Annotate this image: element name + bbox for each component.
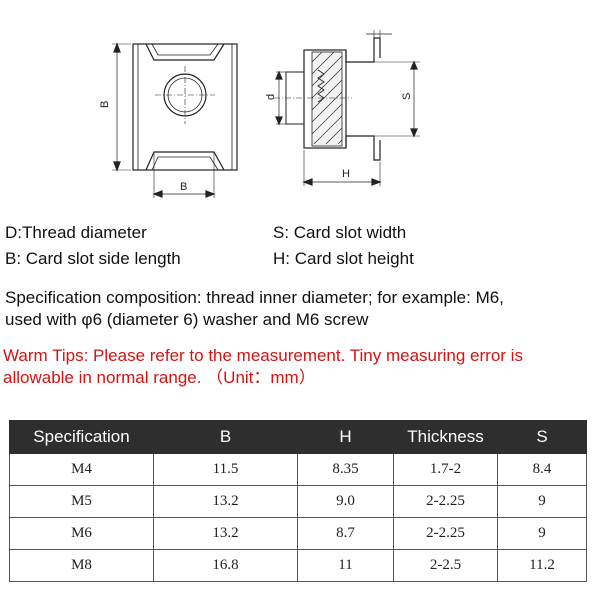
s-label: S [401,93,413,100]
cell-b: 11.5 [153,453,298,486]
thread-section [311,51,343,147]
header-b: B [153,420,298,454]
cell-b: 13.2 [153,485,298,518]
specification-table: Specification B H Thickness S M4 11.5 8.… [9,420,587,582]
warm-tips: Warm Tips: Please refer to the measureme… [3,345,598,389]
warning-line-1: Warm Tips: Please refer to the measureme… [3,346,523,365]
cell-s: 8.4 [497,453,587,486]
top-clip [145,43,225,61]
cell-spec: M5 [9,485,154,518]
specification-note: Specification composition: thread inner … [5,287,597,331]
b-height-label: B [99,101,111,108]
cell-h: 8.7 [297,517,394,550]
cell-s: 9 [497,517,587,550]
header-specification: Specification [9,420,154,454]
cell-thickness: 2-2.25 [393,485,498,518]
legend-b: B: Card slot side length [5,249,181,268]
note-line-2: used with φ6 (diameter 6) washer and M6 … [5,310,369,329]
dimension-legend: D:Thread diameter S: Card slot width B: … [5,220,595,272]
top-view [112,42,238,198]
bottom-clip [145,151,225,171]
cell-spec: M6 [9,517,154,550]
note-line-1: Specification composition: thread inner … [5,288,504,307]
table-row: M8 16.8 11 2-2.5 11.2 [9,549,587,582]
cell-h: 8.35 [297,453,394,486]
table-header-row: Specification B H Thickness S [9,420,587,454]
cell-b: 16.8 [153,549,298,582]
cage-nut-diagram: B B [99,30,420,198]
cell-thickness: 1.7-2 [393,453,498,486]
cell-spec: M4 [9,453,154,486]
cell-thickness: 2-2.5 [393,549,498,582]
legend-h: H: Card slot height [273,249,414,268]
header-thickness: Thickness [393,420,498,454]
warning-line-2: allowable in normal range. （Unit：mm） [3,368,316,387]
cell-s: 9 [497,485,587,518]
section-view [274,30,420,186]
legend-d: D:Thread diameter [5,223,147,242]
technical-drawing: B B [0,0,600,210]
table-row: M6 13.2 8.7 2-2.25 9 [9,517,587,550]
d-label: d [265,94,277,100]
section-top-clip [345,37,381,63]
cell-thickness: 2-2.25 [393,517,498,550]
cell-b: 13.2 [153,517,298,550]
legend-s: S: Card slot width [273,223,407,242]
cell-h: 11 [297,549,394,582]
cell-spec: M8 [9,549,154,582]
cell-s: 11.2 [497,549,587,582]
b-width-label: B [180,181,187,193]
section-bottom-clip [345,135,381,161]
cell-h: 9.0 [297,485,394,518]
header-h: H [297,420,394,454]
table-row: M5 13.2 9.0 2-2.25 9 [9,485,587,518]
nut-body-outline [132,43,238,171]
table-row: M4 11.5 8.35 1.7-2 8.4 [9,453,587,486]
header-s: S [497,420,587,454]
h-label: H [342,168,350,180]
